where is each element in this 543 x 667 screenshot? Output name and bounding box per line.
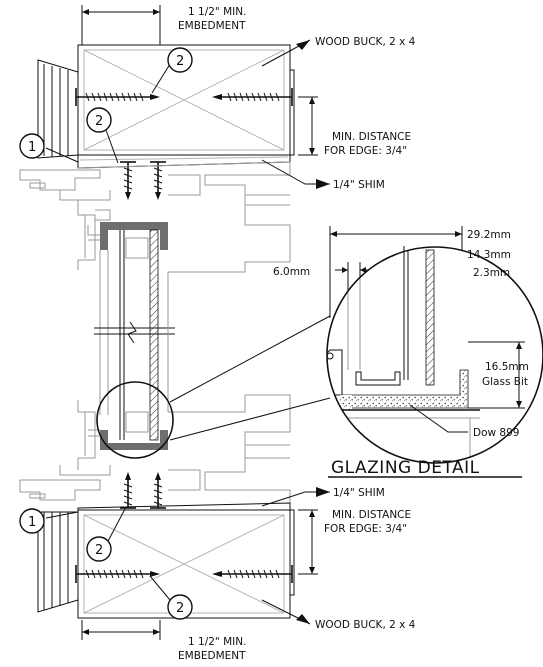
callout-2-top-a-number: 2 xyxy=(176,54,184,69)
dow-label: Dow 899 xyxy=(473,427,519,439)
callout-2-bottom-a xyxy=(86,536,112,562)
wood-buck-top-label: WOOD BUCK, 2 x 4 xyxy=(315,36,416,48)
dim-14-3-label: 14.3mm xyxy=(467,249,511,261)
embedment-bottom-line2: EMBEDMENT xyxy=(178,650,246,662)
callout-1-top-number: 1 xyxy=(28,140,36,155)
bottom-anchorage-section xyxy=(19,394,295,640)
callout-2-bottom-a-number: 2 xyxy=(95,543,103,558)
dim-29-2-label: 29.2mm xyxy=(467,229,511,241)
screw-top-left xyxy=(75,88,160,106)
shim-top-label: 1/4" SHIM xyxy=(333,179,385,191)
insulated-glass-unit xyxy=(94,229,175,441)
dim-6-0-label: 6.0mm xyxy=(273,266,310,278)
min-distance-bottom-line2: FOR EDGE: 3/4" xyxy=(324,523,407,535)
glass-bite-line1: 16.5mm xyxy=(485,361,529,373)
screw-bottom-right xyxy=(212,565,293,583)
shim-bottom xyxy=(77,502,291,511)
callout-1-bottom xyxy=(19,508,45,534)
screws-vertical-bottom xyxy=(120,472,166,509)
glazing-detail-circle xyxy=(326,246,543,464)
callout-1-top xyxy=(19,133,45,159)
glazing-detail-title: GLAZING DETAIL xyxy=(331,458,480,478)
min-distance-bottom-line1: MIN. DISTANCE xyxy=(332,509,411,521)
min-distance-dimension-bottom xyxy=(298,509,318,575)
embedment-bottom-line1: 1 1/2" MIN. xyxy=(188,636,246,648)
shim-top xyxy=(77,154,291,169)
min-distance-top-line1: MIN. DISTANCE xyxy=(332,131,411,143)
leader-lines xyxy=(45,39,331,625)
screw-bottom-left xyxy=(75,565,160,583)
shim-bottom-label: 1/4" SHIM xyxy=(333,487,385,499)
glazing-detail-enlarged xyxy=(326,226,543,478)
embedment-dimension-top xyxy=(81,5,161,45)
glazing-bead-bottom xyxy=(100,430,168,450)
glazing-bead-top xyxy=(100,222,168,250)
window-frame-head xyxy=(19,161,291,273)
embedment-top-line1: 1 1/2" MIN. xyxy=(188,6,246,18)
callout-2-top-b-number: 2 xyxy=(95,114,103,129)
text-labels: 1 1/2" MIN. EMBEDMENT WOOD BUCK, 2 x 4 M… xyxy=(28,6,529,662)
detail-reference-circle xyxy=(96,381,174,459)
embedment-dimension-bottom xyxy=(81,620,161,640)
glass-bite-line2: Glass Bit xyxy=(482,376,528,388)
embedment-top-line2: EMBEDMENT xyxy=(178,20,246,32)
wall-hatch-bottom xyxy=(37,511,79,613)
callout-2-top-a xyxy=(167,47,193,73)
callout-2-bottom-b xyxy=(167,594,193,620)
callout-2-bottom-b-number: 2 xyxy=(176,601,184,616)
callout-1-bottom-number: 1 xyxy=(28,515,36,530)
callout-2-top-b xyxy=(86,107,112,133)
screw-top-right xyxy=(212,88,293,106)
dim-2-3-label: 2.3mm xyxy=(473,267,510,279)
min-distance-dimension-top xyxy=(298,96,318,156)
min-distance-top-line2: FOR EDGE: 3/4" xyxy=(324,145,407,157)
window-frame-sill xyxy=(19,394,291,505)
screws-vertical-top xyxy=(120,161,166,200)
top-anchorage-section xyxy=(19,5,295,273)
wood-buck-bottom-label: WOOD BUCK, 2 x 4 xyxy=(315,619,416,631)
